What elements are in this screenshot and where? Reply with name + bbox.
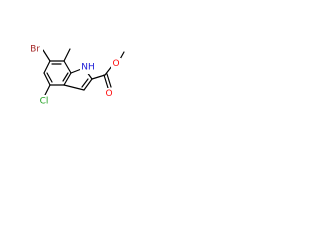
bond-c3-c3a [63, 84, 85, 91]
bond-carbonyl-c-o-ester [104, 65, 113, 76]
bond-c2-c3 [83, 78, 93, 91]
bond-carbonyl-double-2 [106, 73, 112, 88]
bond-c3a-c7a [63, 72, 72, 86]
bond-c7a-c7 [63, 60, 72, 74]
bond-c2-c3-inner [81, 78, 89, 88]
bond-carbonyl-double-1 [103, 74, 109, 89]
bond-c6-br [42, 49, 51, 62]
bond-c2-carbonyl-c [91, 74, 106, 80]
bond-c5-c4 [43, 72, 51, 86]
ester-oxygen-label: O [112, 59, 119, 69]
bond-c3a-c7a-inner [62, 72, 69, 82]
structure-canvas: Br Cl NH O O [0, 0, 152, 152]
chlorine-label: Cl [40, 97, 49, 107]
bond-c6-c5 [43, 60, 51, 74]
nitrogen-nh-label: NH [81, 63, 95, 73]
carbonyl-oxygen-label: O [105, 89, 112, 99]
bond-c4-cl [44, 84, 51, 96]
bond-c7-methyl [63, 48, 71, 62]
bond-c5-c4-inner [46, 72, 53, 83]
molecule-drawing: Br Cl NH O O [27, 43, 125, 108]
bromine-label: Br [30, 45, 40, 55]
